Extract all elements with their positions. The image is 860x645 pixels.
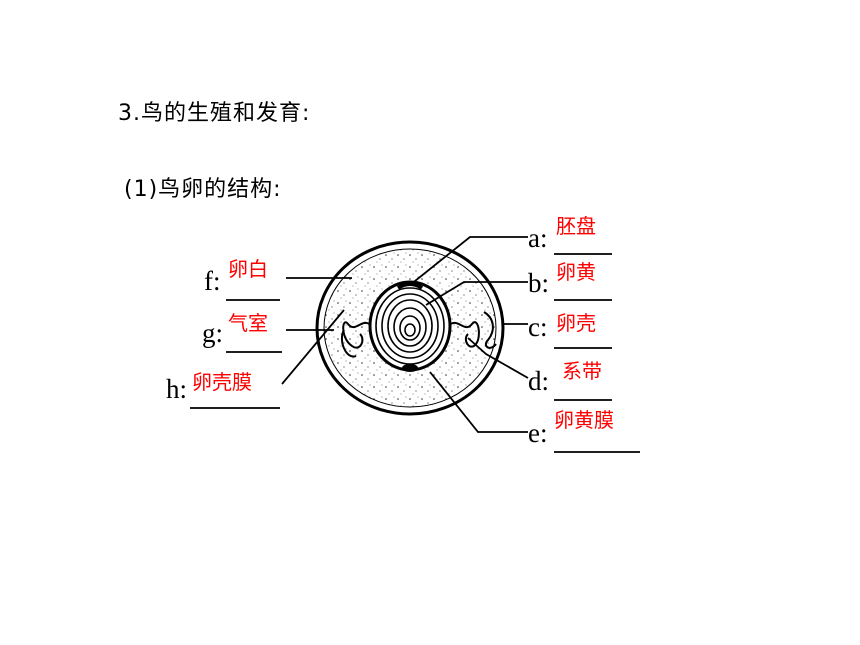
label-letter-e: e:: [528, 418, 548, 448]
label-letter-a: a:: [528, 223, 548, 253]
answer-h: 卵壳膜: [192, 370, 252, 394]
answer-a: 胚盘: [556, 214, 596, 238]
answer-underlines: [190, 253, 640, 453]
label-letter-h: h:: [166, 374, 187, 404]
answer-e: 卵黄膜: [554, 408, 614, 432]
yolk: [368, 280, 452, 372]
label-letter-d: d:: [528, 366, 549, 396]
answer-g: 气室: [228, 311, 268, 335]
label-letter-g: g:: [202, 318, 223, 348]
answer-b: 卵黄: [556, 260, 596, 284]
section-heading: 3.鸟的生殖和发育:: [118, 101, 311, 126]
yolk-bottom-mark: [402, 364, 418, 372]
label-letter-f: f:: [204, 266, 221, 296]
label-letter-c: c:: [528, 312, 548, 342]
chalazae: [340, 311, 497, 358]
leader-lines: [281, 236, 529, 433]
answer-c: 卵壳: [556, 311, 596, 335]
subsection-heading: (1)鸟卵的结构:: [124, 177, 282, 202]
answer-d: 系带: [562, 359, 602, 383]
label-letter-b: b:: [528, 268, 549, 298]
answer-f: 卵白: [228, 257, 268, 281]
